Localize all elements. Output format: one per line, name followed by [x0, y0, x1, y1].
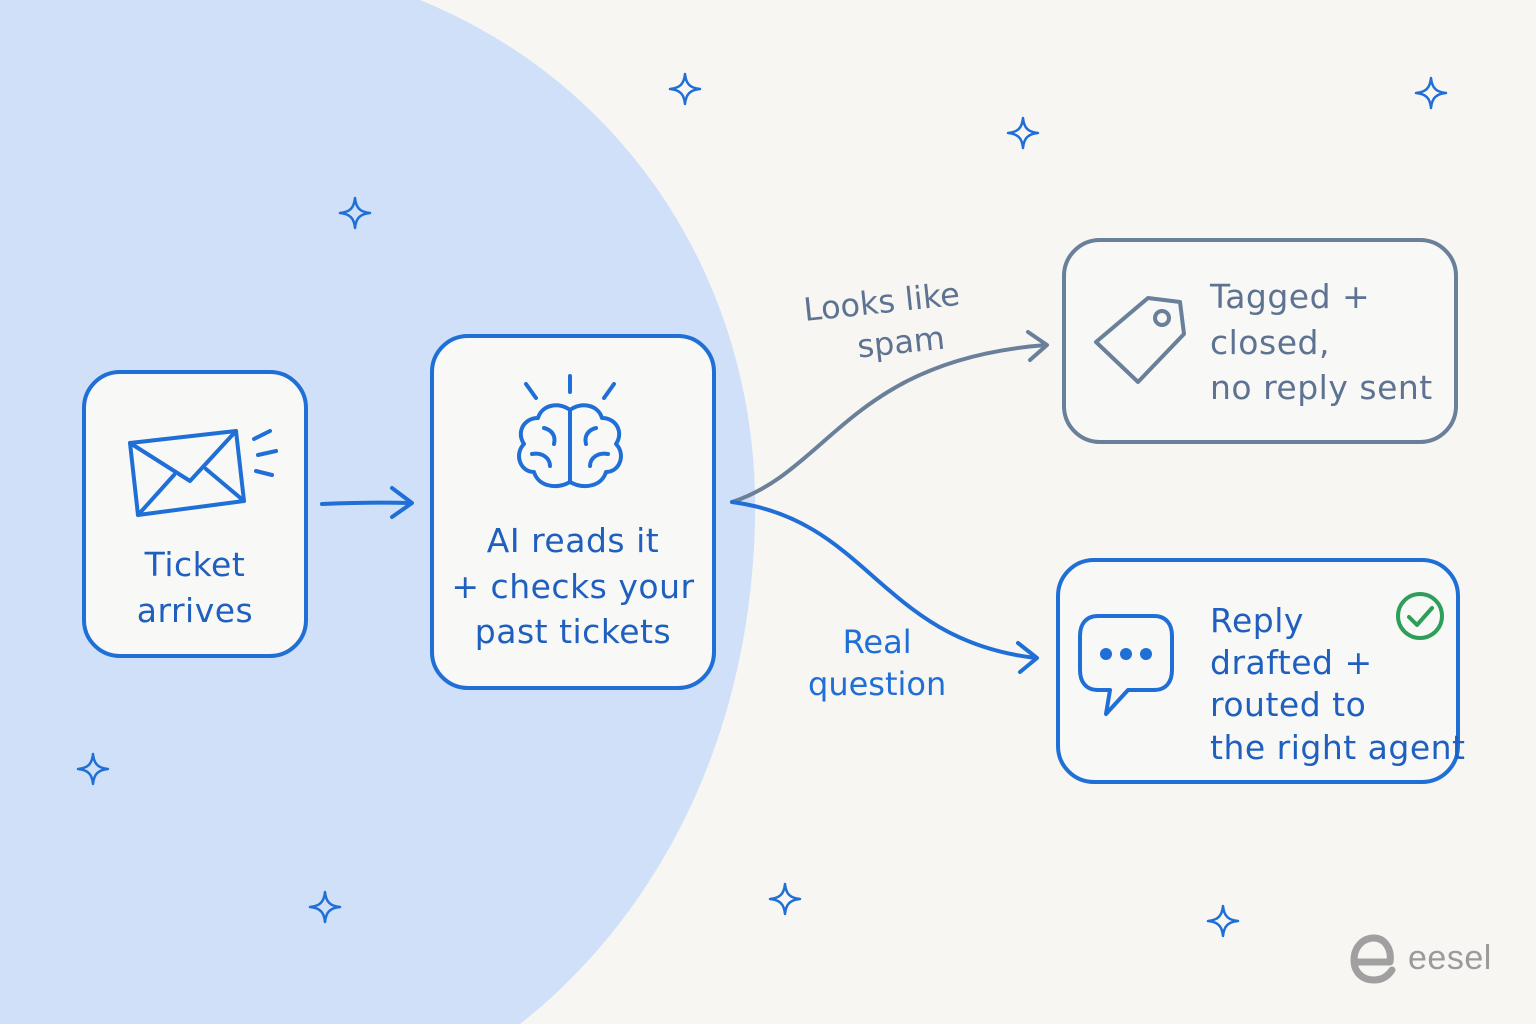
arrow-to-spam-outcome	[730, 330, 1049, 504]
sparkle-icon	[308, 890, 342, 924]
spam-outcome-line-1: Tagged +	[1210, 277, 1371, 316]
ticket-label-line-1: Ticket	[144, 545, 246, 584]
sparkle-icon	[1006, 116, 1040, 150]
tag-icon	[1094, 296, 1186, 384]
sparkle-icon	[338, 196, 372, 230]
ticket-arrives-node: Ticket arrives	[82, 370, 308, 658]
reply-outcome-line-3: routed to	[1210, 685, 1367, 725]
reply-outcome-line-4: the right agent	[1210, 727, 1466, 767]
ai-label-line-2: + checks your	[451, 566, 695, 606]
branch-label-real: Real question	[808, 622, 946, 705]
reply-outcome-node: Reply drafted + routed to the right agen…	[1056, 558, 1465, 784]
envelope-icon	[128, 429, 278, 517]
sparkle-icon	[668, 72, 702, 106]
real-branch-line-1: Real	[842, 623, 912, 661]
ticket-label-line-2: arrives	[136, 590, 254, 630]
brain-icon	[517, 374, 623, 489]
sparkle-icon	[1414, 76, 1448, 110]
chat-bubble-icon	[1078, 614, 1174, 716]
spam-outcome-line-2: closed,	[1210, 322, 1330, 362]
ai-label-line-1: AI reads it	[486, 521, 660, 560]
real-branch-line-2: question	[808, 664, 947, 703]
spam-outcome-label: Tagged + closed, no reply sent	[1210, 274, 1433, 411]
check-circle-icon	[1396, 592, 1444, 640]
reply-outcome-line-1: Reply	[1210, 601, 1304, 640]
spam-outcome-line-3: no reply sent	[1210, 368, 1433, 408]
ticket-arrives-label: Ticket arrives	[86, 542, 304, 633]
ai-reads-node: AI reads it + checks your past tickets	[430, 334, 716, 690]
arrow-ticket-to-ai	[320, 486, 414, 519]
ai-label-line-3: past tickets	[474, 612, 672, 652]
reply-outcome-line-2: drafted +	[1210, 643, 1373, 683]
reply-outcome-label: Reply drafted + routed to the right agen…	[1210, 600, 1466, 769]
eesel-logo-icon	[1350, 934, 1396, 984]
sparkle-icon	[1206, 904, 1240, 938]
sparkle-icon	[768, 882, 802, 916]
arrow-to-reply-outcome	[730, 500, 1039, 674]
spam-outcome-node: Tagged + closed, no reply sent	[1062, 238, 1458, 444]
ai-reads-label: AI reads it + checks your past tickets	[434, 518, 712, 655]
brand-logo: eesel	[1350, 932, 1492, 984]
sparkle-icon	[76, 752, 110, 786]
branch-label-spam: Looks like spam	[802, 274, 966, 373]
brand-name: eesel	[1408, 938, 1492, 977]
